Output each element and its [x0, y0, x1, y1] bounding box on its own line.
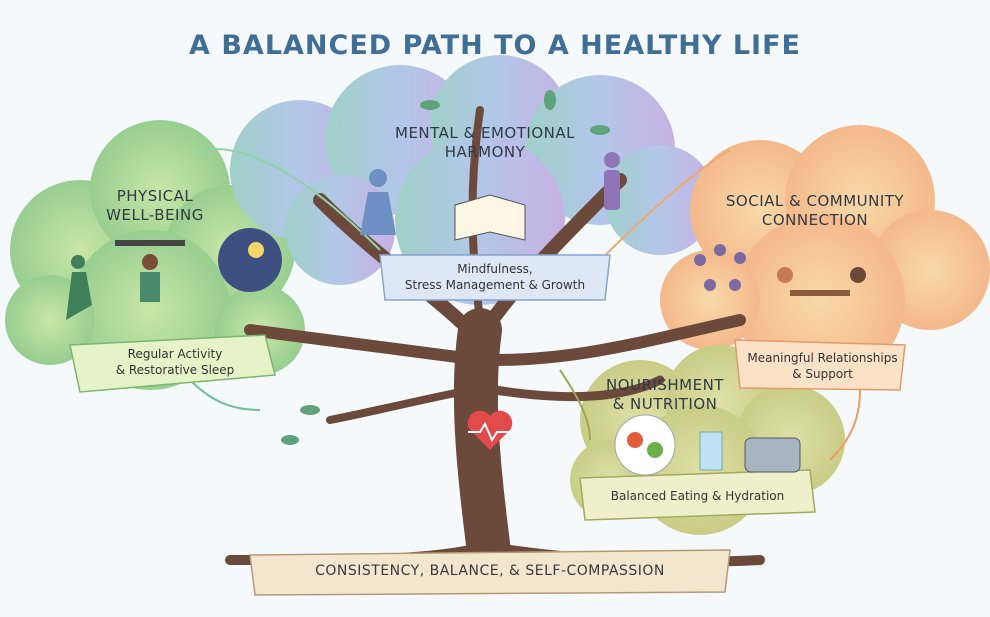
watering-person-icon: [604, 152, 620, 210]
nutrition-title: NOURISHMENT& NUTRITION: [606, 376, 724, 413]
cooking-pot-icon: [744, 437, 801, 473]
foundation-banner: CONSISTENCY, BALANCE, & SELF-COMPASSION: [315, 563, 665, 579]
page-title: A BALANCED PATH TO A HEALTHY LIFE: [189, 30, 801, 61]
mental-ribbon: Mindfulness,Stress Management & Growth: [404, 262, 586, 292]
runner-icon: [66, 255, 92, 320]
social-ribbon: Meaningful Relationships& Support: [747, 351, 898, 381]
physical-ribbon: Regular Activity& Restorative Sleep: [115, 347, 235, 377]
moon-sleep-icon: [218, 228, 282, 292]
leaves: [281, 90, 610, 445]
community-circle-icon: [694, 244, 746, 291]
social-cloud: [660, 125, 990, 385]
open-journal-icon: [454, 194, 526, 241]
food-plate-icon: [614, 414, 676, 476]
water-glass-icon: [699, 431, 723, 471]
nutrition-ribbon: Balanced Eating & Hydration: [610, 489, 785, 503]
heart-heartbeat-icon: [467, 410, 513, 450]
friends-table-icon: [777, 267, 866, 296]
weightlifter-icon: [115, 240, 185, 302]
ribbons: [69, 254, 906, 596]
meditating-person-icon: [360, 169, 396, 235]
